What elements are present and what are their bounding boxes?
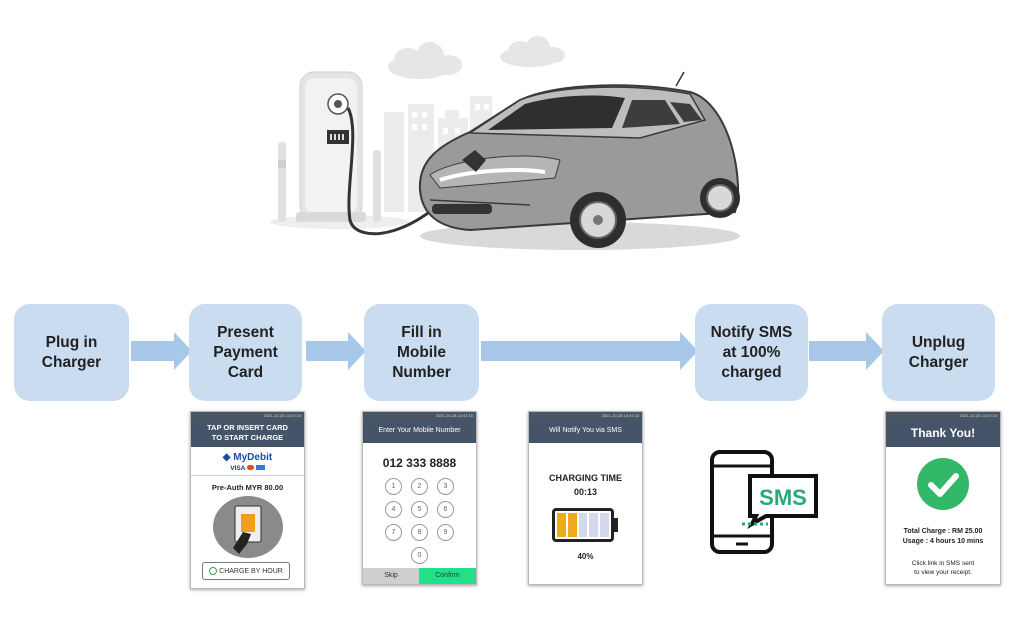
- mobile-number-screen: 2021-10-28 14:47:16 Enter Your Mobile Nu…: [362, 411, 477, 585]
- receipt-note-line: to view your receipt.: [914, 569, 972, 576]
- card-logos: VISA: [191, 465, 304, 472]
- keypad-key-0[interactable]: 0: [411, 547, 428, 564]
- charging-screen: 2021-10-28 14:47:16 Will Notify You via …: [528, 411, 643, 585]
- screen-header: TAP OR INSERT CARD TO START CHARGE: [191, 419, 304, 447]
- arrow-2: [306, 332, 366, 370]
- step-label: Fill in Mobile Number: [392, 323, 451, 381]
- sms-phone-icon: SMS: [710, 450, 818, 554]
- skip-button[interactable]: Skip: [363, 568, 419, 584]
- thank-you-screen: 2021-10-28 14:47:16 Thank You! Total Cha…: [885, 411, 1001, 585]
- step-label: Unplug Charger: [908, 333, 969, 371]
- keypad-key-6[interactable]: 6: [437, 501, 454, 518]
- battery-cell: [600, 513, 609, 537]
- battery-cell: [578, 513, 588, 537]
- keypad-key-2[interactable]: 2: [411, 478, 428, 495]
- step-plug-in: Plug in Charger: [14, 304, 129, 401]
- step-label: Present Payment Card: [213, 323, 278, 381]
- status-bar: 2021-10-28 14:47:16: [191, 412, 304, 419]
- status-bar: 2021-10-28 14:47:16: [529, 412, 642, 419]
- step-notify-sms: Notify SMS at 100% charged: [695, 304, 808, 401]
- battery-cell: [567, 513, 577, 537]
- ev-charging-illustration: [270, 36, 740, 250]
- usage: Usage : 4 hours 10 mins: [902, 538, 984, 545]
- bollard: [278, 142, 381, 222]
- battery-icon: [552, 508, 614, 542]
- battery-cell: [589, 513, 599, 537]
- battery-cell: [557, 513, 566, 537]
- clock-icon: [209, 567, 218, 576]
- visa-logo: VISA: [230, 465, 246, 472]
- screen-header: Will Notify You via SMS: [529, 419, 642, 443]
- step-unplug: Unplug Charger: [882, 304, 995, 401]
- cloud-icon: [388, 36, 565, 79]
- keypad-key-5[interactable]: 5: [411, 501, 428, 518]
- charge-percent: 40%: [577, 552, 594, 561]
- charging-time-value: 00:13: [573, 487, 598, 497]
- step-fill-mobile: Fill in Mobile Number: [364, 304, 479, 401]
- arrow-4: [809, 332, 884, 370]
- status-bar: 2021-10-28 14:47:16: [363, 412, 476, 419]
- keypad-key-1[interactable]: 1: [385, 478, 402, 495]
- keypad-key-8[interactable]: 8: [411, 524, 428, 541]
- brand-text: MyDebit: [233, 452, 273, 463]
- arrow-1: [131, 332, 192, 370]
- charging-station: [296, 71, 366, 222]
- step-label: Plug in Charger: [41, 333, 102, 371]
- sms-text: SMS: [759, 485, 807, 510]
- keypad-key-9[interactable]: 9: [437, 524, 454, 541]
- checkmark-icon: [917, 458, 969, 510]
- electric-car: [418, 71, 740, 250]
- keypad-key-4[interactable]: 4: [385, 501, 402, 518]
- charge-by-hour-button[interactable]: CHARGE BY HOUR: [202, 562, 290, 580]
- confirm-button[interactable]: Confirm: [419, 568, 476, 584]
- keypad-key-3[interactable]: 3: [437, 478, 454, 495]
- header-line: TAP OR INSERT CARD: [207, 423, 288, 432]
- button-label: CHARGE BY HOUR: [219, 568, 283, 575]
- payment-screen: 2021-10-28 14:47:16 TAP OR INSERT CARD T…: [190, 411, 305, 589]
- mydebit-logo: ◆ MyDebit: [222, 452, 273, 463]
- charging-time-label: CHARGING TIME: [549, 473, 622, 483]
- total-charge: Total Charge : RM 25.00: [903, 528, 983, 535]
- arrow-3: [481, 332, 698, 370]
- screen-header: Enter Your Mobile Number: [363, 419, 476, 443]
- battery-tip: [614, 518, 618, 532]
- screen-header: Thank You!: [886, 419, 1000, 447]
- keypad-key-7[interactable]: 7: [385, 524, 402, 541]
- header-line: TO START CHARGE: [211, 433, 284, 442]
- receipt-note-line: Click link in SMS sent: [911, 560, 975, 567]
- card-tap-icon: [213, 496, 283, 558]
- step-label: Notify SMS at 100% charged: [710, 323, 793, 381]
- mobile-number-value[interactable]: 012 333 8888: [382, 456, 457, 470]
- amex-icon: [255, 465, 265, 470]
- step-present-card: Present Payment Card: [189, 304, 302, 401]
- mastercard-icon: [246, 465, 254, 470]
- preauth-amount: Pre-Auth MYR 80.00: [211, 483, 284, 492]
- status-bar: 2021-10-28 14:47:16: [886, 412, 1000, 419]
